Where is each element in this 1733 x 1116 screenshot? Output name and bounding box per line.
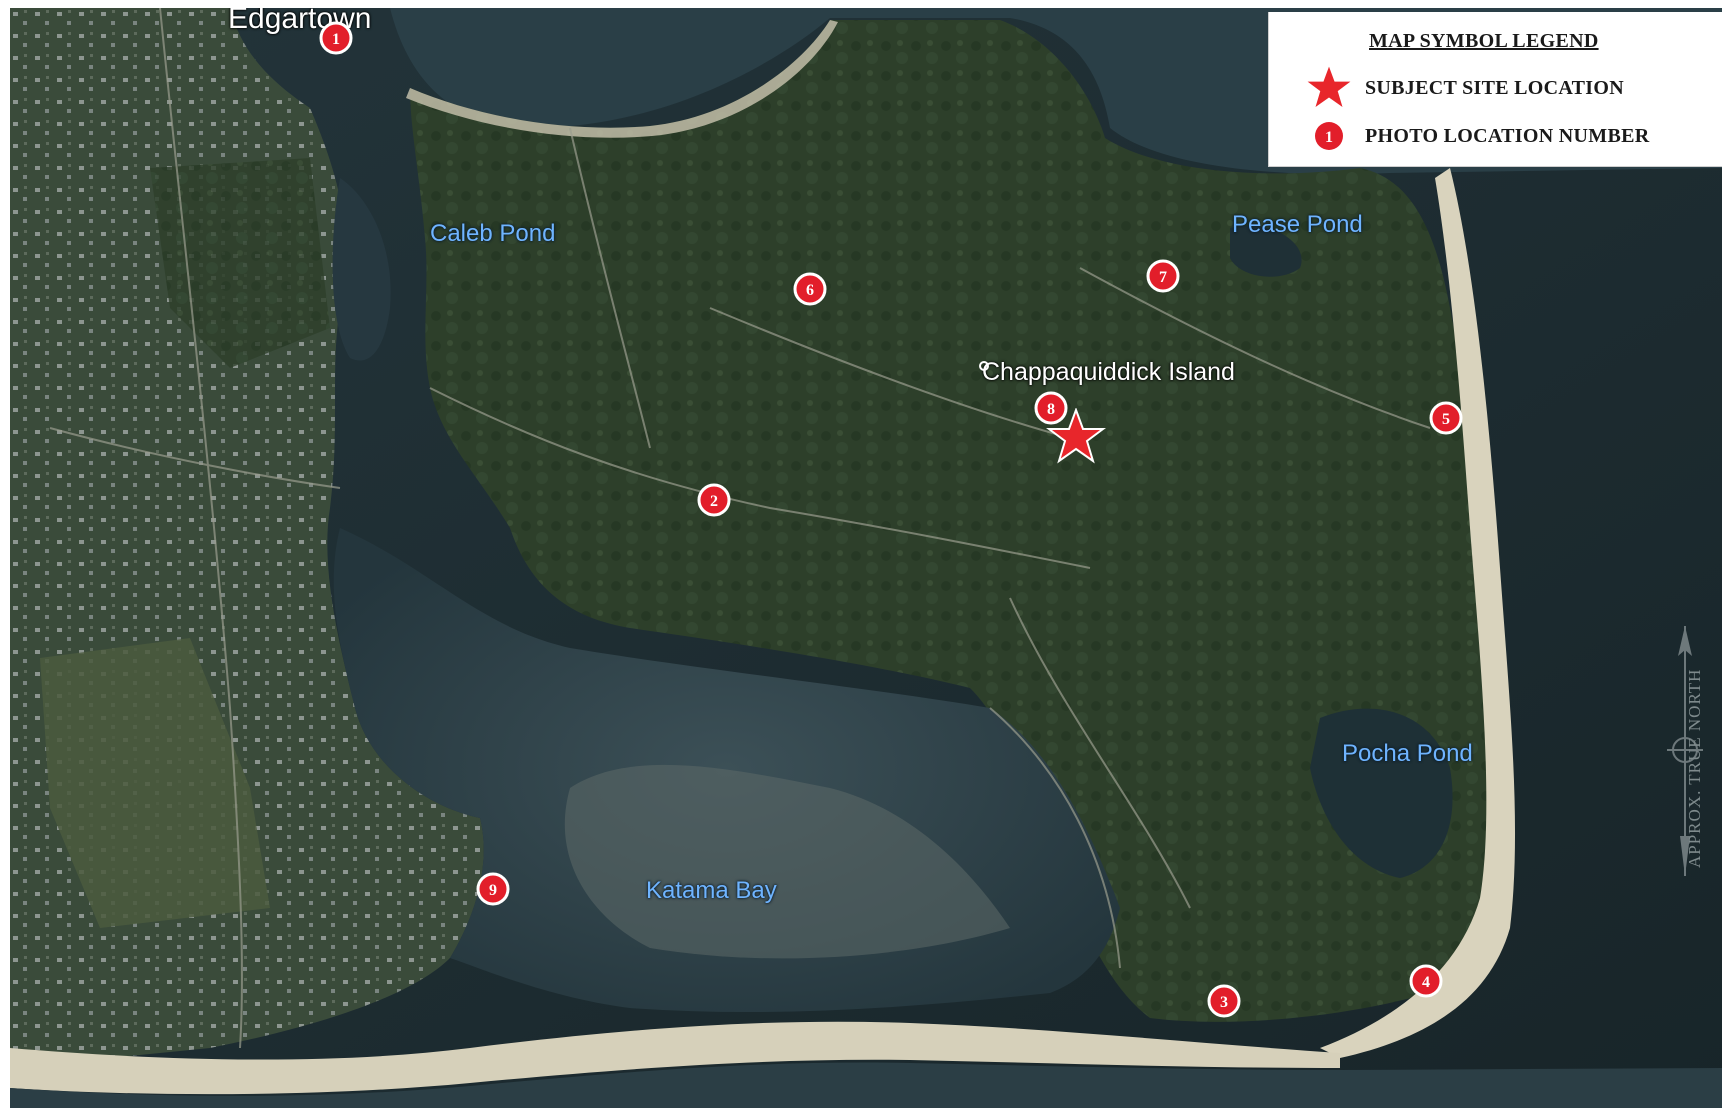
- photo-marker-6[interactable]: 6: [792, 271, 828, 307]
- map-legend: MAP SYMBOL LEGEND SUBJECT SITE LOCATION …: [1268, 12, 1722, 167]
- photo-marker-8[interactable]: 8: [1033, 390, 1069, 426]
- north-arrow-icon: [1667, 626, 1703, 876]
- place-pin-icon: [979, 361, 989, 371]
- chappaquiddick-land: [410, 20, 1506, 1022]
- south-beach: [10, 1021, 1340, 1095]
- legend-item-subject-site-label: SUBJECT SITE LOCATION: [1365, 76, 1624, 99]
- photo-marker-2[interactable]: 2: [696, 482, 732, 518]
- photo-marker-1-label: 1: [332, 31, 340, 48]
- photo-marker-3[interactable]: 3: [1206, 983, 1242, 1019]
- legend-item-photo-location: 1 PHOTO LOCATION NUMBER: [1299, 116, 1649, 156]
- photo-marker-6-label: 6: [806, 282, 814, 299]
- katama-shoals: [564, 764, 1010, 959]
- legend-circle-marker-icon: 1: [1299, 116, 1359, 156]
- north-arrow-label: APPROX. TRUE NORTH: [1685, 668, 1704, 868]
- photo-marker-7[interactable]: 7: [1145, 258, 1181, 294]
- photo-marker-9-label: 9: [489, 882, 497, 899]
- subject-site-star-icon[interactable]: [1046, 408, 1106, 466]
- legend-marker-number: 1: [1325, 129, 1333, 146]
- photo-marker-9[interactable]: 9: [475, 871, 511, 907]
- caleb-pond-water: [332, 178, 391, 361]
- photo-marker-7-label: 7: [1159, 269, 1167, 286]
- west-farmland: [40, 638, 270, 928]
- east-barrier-beach: [1320, 168, 1516, 1058]
- legend-item-subject-site: SUBJECT SITE LOCATION: [1299, 66, 1624, 108]
- north-shore-sand: [406, 20, 838, 138]
- photo-marker-3-label: 3: [1220, 994, 1228, 1011]
- photo-marker-4[interactable]: 4: [1408, 963, 1444, 999]
- pease-pond-water: [1230, 225, 1302, 277]
- photo-marker-5-label: 5: [1442, 411, 1450, 428]
- legend-title: MAP SYMBOL LEGEND: [1369, 30, 1599, 52]
- legend-star-icon: [1299, 66, 1359, 108]
- pocha-pond-water: [1310, 708, 1453, 878]
- south-surf: [10, 1062, 1722, 1108]
- map-imagery: [10, 8, 1722, 1108]
- photo-marker-1[interactable]: 1: [318, 20, 354, 56]
- photo-marker-5[interactable]: 5: [1428, 400, 1464, 436]
- west-forest: [150, 158, 330, 368]
- legend-item-photo-location-label: PHOTO LOCATION NUMBER: [1365, 124, 1650, 147]
- photo-marker-4-label: 4: [1422, 974, 1430, 991]
- photo-marker-8-label: 8: [1047, 401, 1055, 418]
- photo-marker-2-label: 2: [710, 493, 718, 510]
- aerial-map[interactable]: Edgartown Caleb Pond Pease Pond Chappaqu…: [10, 8, 1722, 1108]
- roads: [49, 8, 1431, 1049]
